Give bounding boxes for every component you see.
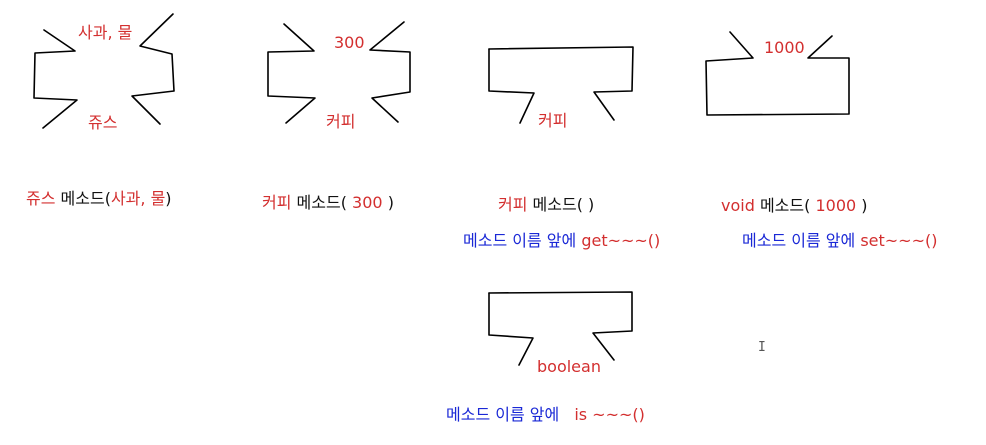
- note-5-prefix: 메소드 이름 앞에: [446, 405, 560, 424]
- input-label-2: 300: [334, 33, 365, 52]
- note-4: 메소드 이름 앞에 set~~~(): [742, 231, 937, 251]
- method-box-3: [488, 46, 634, 124]
- caption-1-args: 사과, 물: [110, 189, 166, 208]
- caption-4-return: void: [721, 196, 755, 215]
- output-label-2: 커피: [326, 112, 356, 131]
- caption-1-return: 쥬스: [26, 189, 56, 208]
- input-label-1: 사과, 물: [78, 23, 133, 42]
- note-3: 메소드 이름 앞에 get~~~(): [463, 231, 660, 251]
- method-box-1: [33, 13, 175, 129]
- caption-1-close: ): [165, 189, 172, 208]
- method-box-2: [267, 21, 411, 124]
- caption-3-method: 메소드( ): [532, 195, 595, 214]
- method-box-4: [705, 31, 850, 116]
- note-5-keyword: is ~~~(): [574, 405, 645, 424]
- caption-2-return: 커피: [262, 193, 292, 212]
- caption-4-args: 1000: [815, 196, 857, 215]
- caption-4-close: ): [861, 196, 868, 215]
- caption-1: 쥬스 메소드(사과, 물): [26, 189, 172, 209]
- caption-4-method: 메소드(: [759, 196, 811, 215]
- caption-2: 커피 메소드( 300 ): [262, 193, 394, 213]
- text-cursor-icon: I: [758, 340, 766, 355]
- output-label-1: 쥬스: [88, 113, 118, 132]
- note-4-keyword: set~~~(): [860, 231, 938, 250]
- note-3-prefix: 메소드 이름 앞에: [463, 231, 577, 250]
- caption-4: void 메소드( 1000 ): [721, 196, 868, 216]
- caption-3-return: 커피: [498, 195, 528, 214]
- caption-2-args: 300: [352, 193, 383, 212]
- output-label-5: boolean: [537, 357, 601, 376]
- note-3-keyword: get~~~(): [581, 231, 661, 250]
- method-box-5: [488, 291, 633, 366]
- note-5: 메소드 이름 앞에 is ~~~(): [446, 405, 645, 425]
- note-4-prefix: 메소드 이름 앞에: [742, 231, 856, 250]
- caption-3: 커피 메소드( ): [498, 195, 594, 215]
- caption-2-method: 메소드(: [296, 193, 347, 212]
- caption-2-close: ): [387, 193, 394, 212]
- output-label-3: 커피: [538, 111, 568, 130]
- input-label-4: 1000: [764, 38, 805, 57]
- caption-1-method: 메소드(: [60, 189, 111, 208]
